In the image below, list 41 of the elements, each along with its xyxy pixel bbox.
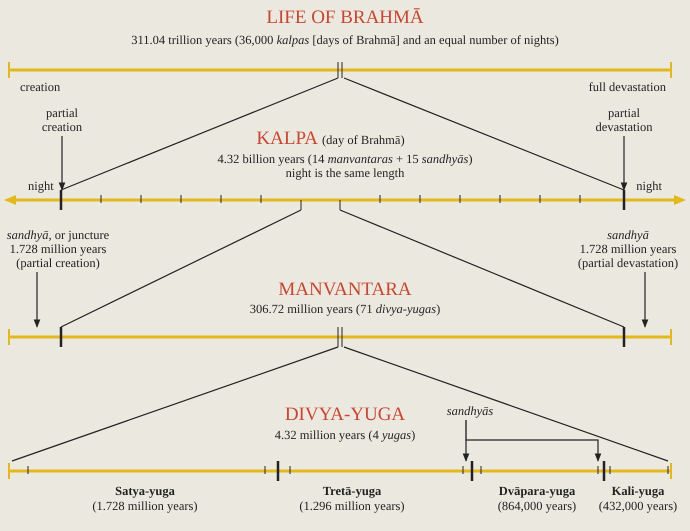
arrow [465,420,602,462]
timeline-bar [8,327,672,347]
arrow [642,272,648,328]
yuga-duration: (1.728 million years) [92,499,198,513]
timeline-bar [8,62,672,78]
subtitle: 311.04 trillion years (36,000 kalpas [days of Brahmā] and an equal number of nights) [131,33,559,47]
yuga-name: Satya-yuga [115,484,175,498]
callout-text: sandhyā, or juncture 1.728 million years (partial creation) [0,228,118,270]
title: LIFE OF BRAHMĀ [266,8,424,28]
connector-line [344,77,624,191]
arrow [34,272,40,328]
yuga-name: Dvāpara-yuga [498,484,576,498]
callout-text: sandhyā 1.728 million years (partial devastation) [568,228,688,270]
yuga-name: Kali-yuga [612,484,664,498]
callout-text: partial creation [27,106,97,134]
section-heading: KALPA [256,129,318,149]
connector-line [60,209,302,328]
night-label: night [636,179,662,193]
yuga-duration: (864,000 years) [498,499,576,513]
yuga-duration: (1.296 million years) [299,499,405,513]
connector-line [344,346,668,462]
timeline-bar [8,461,672,481]
connector-line [60,77,338,191]
yuga-duration: (432,000 years) [598,499,678,513]
duration-text: 4.32 billion years (14 manvantaras + 15 sandhyās) [218,152,472,166]
connector-line [12,346,338,462]
section-heading: MANVANTARA [278,280,412,300]
callout-text: partial devastation [584,106,664,134]
duration-text: 306.72 million years (71 divya-yugas) [250,302,440,316]
connector-line [340,209,624,328]
heading-note: (day of Brahmā) [322,133,405,147]
note-text: night is the same length [286,166,404,180]
italic-label: sandhyās [446,404,494,418]
arrow [620,136,628,191]
duration-text: 4.32 million years (4 yugas) [274,428,416,442]
end-label: full devastation [588,80,666,94]
section-heading: DIVYA-YUGA [284,405,406,425]
arrow [58,136,66,191]
end-label: creation [20,80,60,94]
yuga-name: Tretā-yuga [322,484,382,498]
night-label: night [28,179,54,193]
